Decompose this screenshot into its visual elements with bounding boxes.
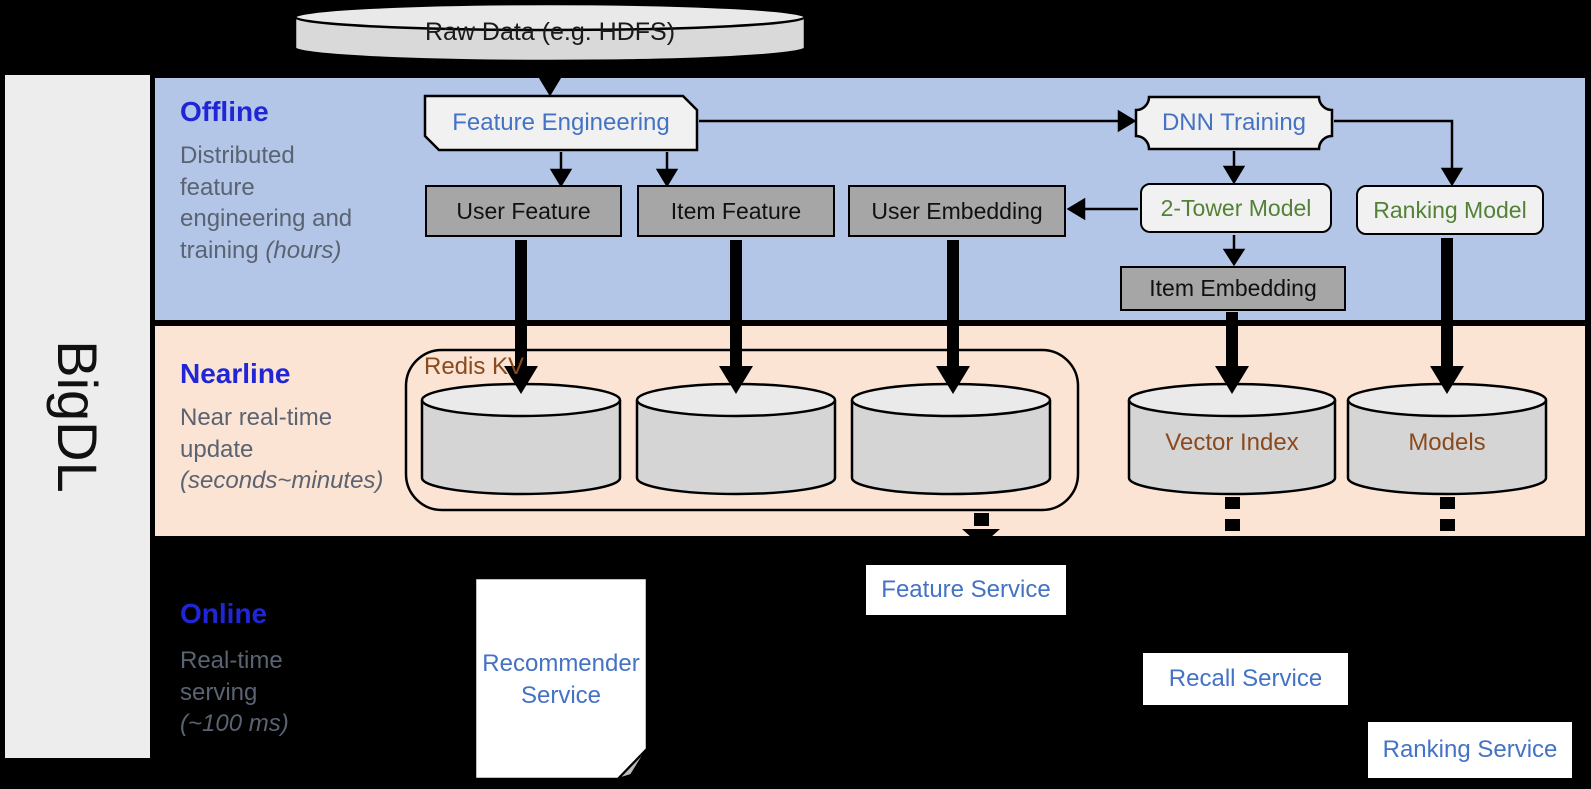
vector-index-label: Vector Index [1165, 429, 1299, 456]
two-tower-model-label: 2-Tower Model [1160, 194, 1312, 221]
offline-title: Offline [180, 96, 269, 127]
offline-description-text: Distributed feature engineering and trai… [180, 142, 353, 265]
nearline-description-text: Near real-time update [180, 404, 333, 463]
nearline-title: Nearline [180, 358, 291, 389]
nearline-description-em: (seconds~minutes) [180, 467, 384, 495]
item-feature-node: Item Feature [637, 185, 835, 237]
ranking-model-node: Ranking Model [1356, 185, 1544, 235]
item-embedding-node: Item Embedding [1120, 266, 1346, 311]
item-embedding-label: Item Embedding [1149, 275, 1317, 301]
feature-service-label: Feature Service [881, 576, 1051, 603]
bigdl-sidebar: BigDL [5, 75, 150, 758]
online-description-text: Real-time serving [180, 647, 283, 706]
ranking-model-label: Ranking Model [1373, 196, 1527, 223]
redis-kv-label: Redis KV [424, 353, 525, 380]
feature-service-node: Feature Service [866, 565, 1066, 615]
user-feature-node: User Feature [425, 185, 622, 237]
user-embedding-label: User Embedding [871, 197, 1043, 224]
user-feature-label: User Feature [456, 197, 591, 224]
recommender-service-label: Recommender Service [482, 649, 640, 709]
ranking-service-node: Ranking Service [1368, 722, 1572, 778]
online-title: Online [180, 598, 268, 629]
offline-description: Distributed feature engineering and trai… [180, 140, 440, 267]
recall-service-label: Recall Service [1168, 665, 1323, 692]
nearline-description: Near real-time update (seconds~minutes) [180, 402, 450, 497]
online-description-em: (~100 ms) [180, 710, 289, 738]
offline-description-em: (hours) [265, 237, 342, 265]
online-description: Real-time serving (~100 ms) [180, 645, 410, 740]
recall-service-node: Recall Service [1143, 653, 1348, 705]
user-embedding-node: User Embedding [848, 185, 1066, 237]
ranking-service-label: Ranking Service [1382, 736, 1558, 763]
raw-data-label: Raw Data (e.g. HDFS) [424, 17, 676, 46]
dnn-training-label: DNN Training [1161, 109, 1307, 136]
bigdl-logo: BigDL [46, 340, 109, 493]
item-feature-label: Item Feature [670, 197, 802, 224]
two-tower-model-node: 2-Tower Model [1140, 183, 1332, 233]
models-label: Models [1408, 429, 1486, 456]
feature-engineering-label: Feature Engineering [452, 109, 670, 136]
